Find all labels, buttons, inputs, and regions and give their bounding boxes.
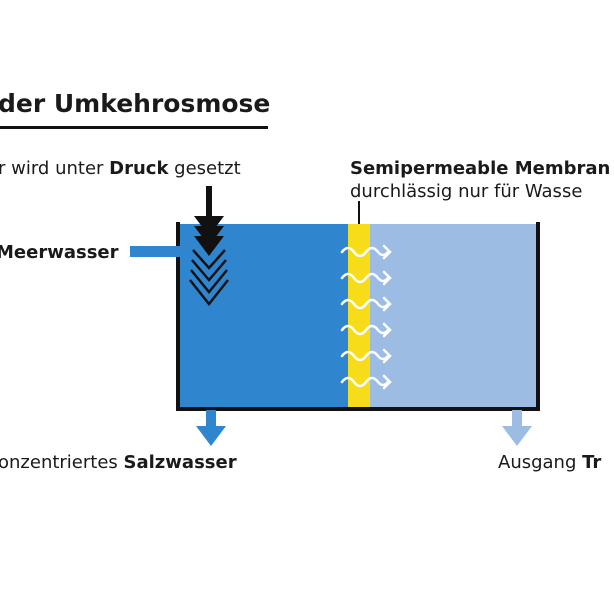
membrane-subtitle: durchlässig nur für Wasse: [350, 181, 582, 202]
saltwater-outlet-arrow: [196, 410, 226, 446]
pressure-chevrons: [189, 249, 229, 307]
water-flow-arrow: [340, 244, 392, 260]
water-flow-arrow: [340, 348, 392, 364]
inlet-label: Meerwasser: [0, 242, 119, 263]
membrane-title: Semipermeable Membran: [350, 158, 610, 179]
saltwater-region: [178, 224, 348, 408]
freshwater-outlet-bold: Tr: [582, 452, 601, 473]
pressure-arrow: [194, 186, 224, 256]
saltwater-outlet-prefix: onzentriertes: [0, 452, 124, 473]
freshwater-region: [370, 224, 538, 408]
saltwater-outlet-label: onzentriertes Salzwasser: [0, 452, 237, 473]
membrane: [348, 224, 370, 408]
tank-outline: [176, 222, 540, 411]
pressure-label-bold: Druck: [109, 158, 169, 179]
freshwater-outlet-label: Ausgang Tr: [498, 452, 601, 473]
pressure-label-suffix: gesetzt: [168, 158, 240, 179]
pressure-label: r wird unter Druck gesetzt: [0, 158, 241, 179]
freshwater-outlet-arrow: [502, 410, 532, 446]
inlet-pipe: [130, 246, 180, 257]
water-flow-arrow: [340, 270, 392, 286]
water-flow-arrow: [340, 322, 392, 338]
diagram-title: der Umkehrosmose: [0, 89, 270, 118]
water-flow-arrows: [340, 244, 392, 390]
saltwater-outlet-bold: Salzwasser: [124, 452, 237, 473]
freshwater-outlet-prefix: Ausgang: [498, 452, 582, 473]
water-flow-arrow: [340, 296, 392, 312]
water-flow-arrow: [340, 374, 392, 390]
pressure-label-prefix: r wird unter: [0, 158, 109, 179]
title-underline: [0, 126, 268, 129]
